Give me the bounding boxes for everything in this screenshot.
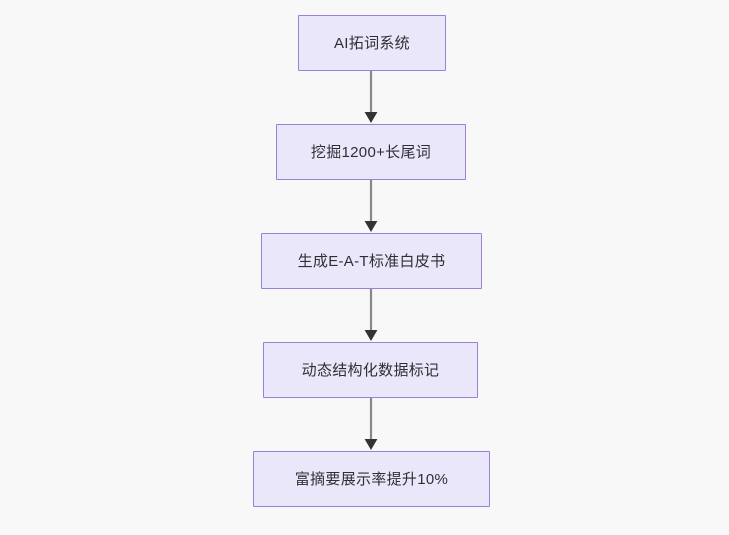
flow-node-rich-snippet-rate-increase[interactable]: 富摘要展示率提升10% [253, 451, 490, 507]
flow-connector-arrow [360, 71, 382, 124]
flow-node-mine-longtail-keywords[interactable]: 挖掘1200+长尾词 [276, 124, 466, 180]
flow-node-label: AI拓词系统 [334, 34, 410, 52]
flow-node-dynamic-structured-data-markup[interactable]: 动态结构化数据标记 [263, 342, 478, 398]
flow-node-label: 动态结构化数据标记 [301, 361, 440, 379]
flow-connector-arrow [360, 289, 382, 342]
flow-connector-arrow [360, 398, 382, 451]
flow-node-ai-keyword-system[interactable]: AI拓词系统 [298, 15, 446, 71]
flow-node-generate-eat-whitepaper[interactable]: 生成E-A-T标准白皮书 [261, 233, 482, 289]
flow-node-label: 富摘要展示率提升10% [294, 470, 449, 488]
flow-node-label: 生成E-A-T标准白皮书 [297, 252, 446, 270]
flow-connector-arrow [360, 180, 382, 233]
flow-node-label: 挖掘1200+长尾词 [310, 143, 432, 161]
